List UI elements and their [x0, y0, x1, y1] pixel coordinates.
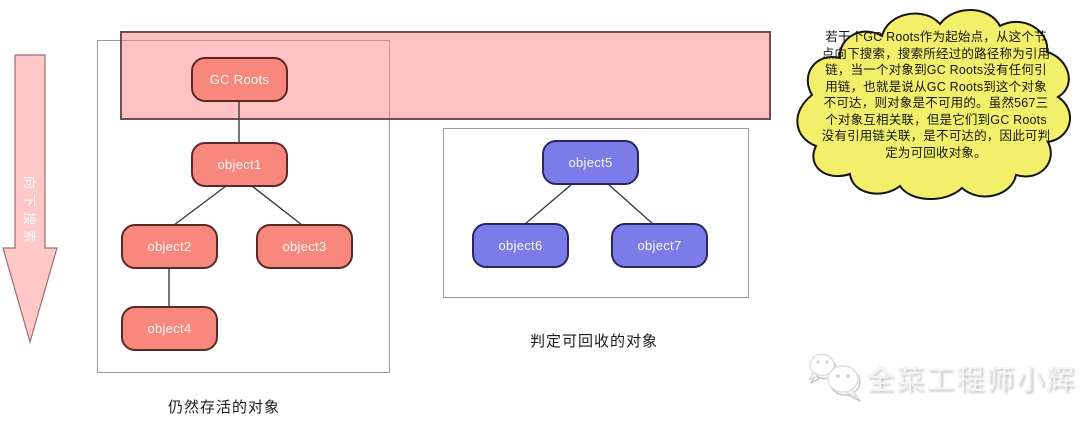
recyclable-objects-box [443, 128, 749, 298]
node-object2: object2 [121, 224, 218, 269]
node-object5-label: object5 [568, 155, 613, 170]
node-object3: object3 [256, 224, 353, 269]
cloud-annotation-text: 若干个GC Roots作为起始点，从这个节点向下搜索，搜索所经过的路径称为引用链… [821, 30, 1051, 160]
node-object6-label: object6 [498, 238, 543, 253]
node-object4-label: object4 [147, 321, 192, 336]
arrow-label: 向下搜索 [22, 175, 37, 248]
node-object4: object4 [121, 306, 218, 351]
node-object2-label: object2 [147, 239, 192, 254]
alive-caption: 仍然存活的对象 [168, 399, 281, 416]
alive-objects-box [97, 40, 390, 373]
watermark-text: 全菜工程师小辉 [866, 364, 1077, 395]
node-object6: object6 [472, 223, 569, 268]
node-gc-roots-label: GC Roots [209, 72, 270, 87]
node-object1: object1 [191, 142, 288, 187]
node-object5: object5 [542, 140, 639, 185]
node-gc-roots: GC Roots [191, 57, 288, 102]
recyclable-caption: 判定可回收的对象 [530, 333, 659, 350]
wechat-icon [808, 353, 861, 402]
node-object7: object7 [611, 223, 708, 268]
node-object1-label: object1 [217, 157, 262, 172]
node-object7-label: object7 [637, 238, 682, 253]
node-object3-label: object3 [282, 239, 327, 254]
